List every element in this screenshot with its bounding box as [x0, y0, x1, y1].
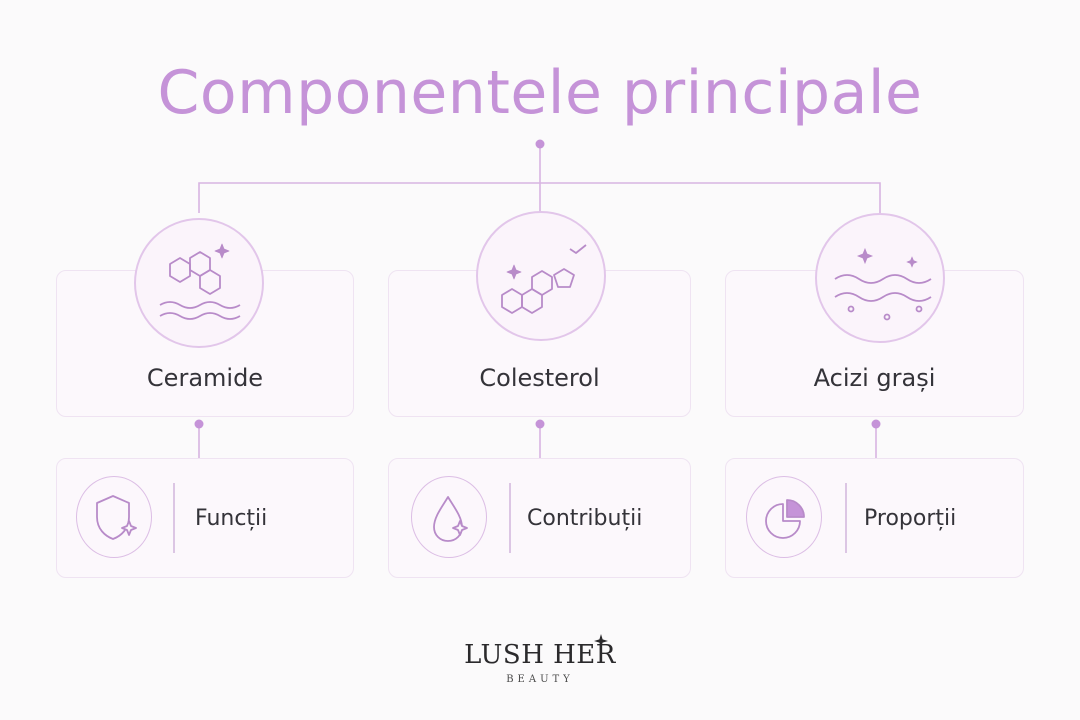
page-title: Componentele principale — [157, 58, 923, 128]
pie-chart-icon — [746, 476, 822, 558]
branch-line — [198, 182, 881, 213]
dot-colesterol — [535, 419, 545, 429]
brand-logo-sub: BEAUTY — [506, 674, 574, 685]
sparkle-star-icon — [594, 634, 608, 648]
divider — [845, 483, 847, 553]
ceramide-molecule-icon — [134, 218, 264, 348]
detail-label-proportii: Proporții — [864, 506, 957, 531]
divider — [509, 483, 511, 553]
detail-label-functii: Funcții — [195, 506, 268, 531]
trunk-dot — [535, 139, 545, 149]
component-name-colesterol: Colesterol — [479, 364, 600, 392]
cholesterol-molecule-icon — [476, 211, 606, 341]
component-name-ceramide: Ceramide — [146, 364, 264, 392]
card-functii[interactable]: Funcții — [56, 458, 354, 578]
dot-ceramide — [194, 419, 204, 429]
shield-sparkle-icon — [76, 476, 152, 558]
component-name-acizi-grasi: Acizi grași — [813, 364, 936, 392]
fatty-acid-waves-icon — [815, 213, 945, 343]
dot-acizi — [871, 419, 881, 429]
divider — [173, 483, 175, 553]
card-contributii[interactable]: Contribuții — [388, 458, 691, 578]
brand-logo: LUSH HER — [464, 640, 616, 670]
detail-label-contributii: Contribuții — [527, 506, 643, 531]
card-proportii[interactable]: Proporții — [725, 458, 1024, 578]
droplet-sparkle-icon — [411, 476, 487, 558]
